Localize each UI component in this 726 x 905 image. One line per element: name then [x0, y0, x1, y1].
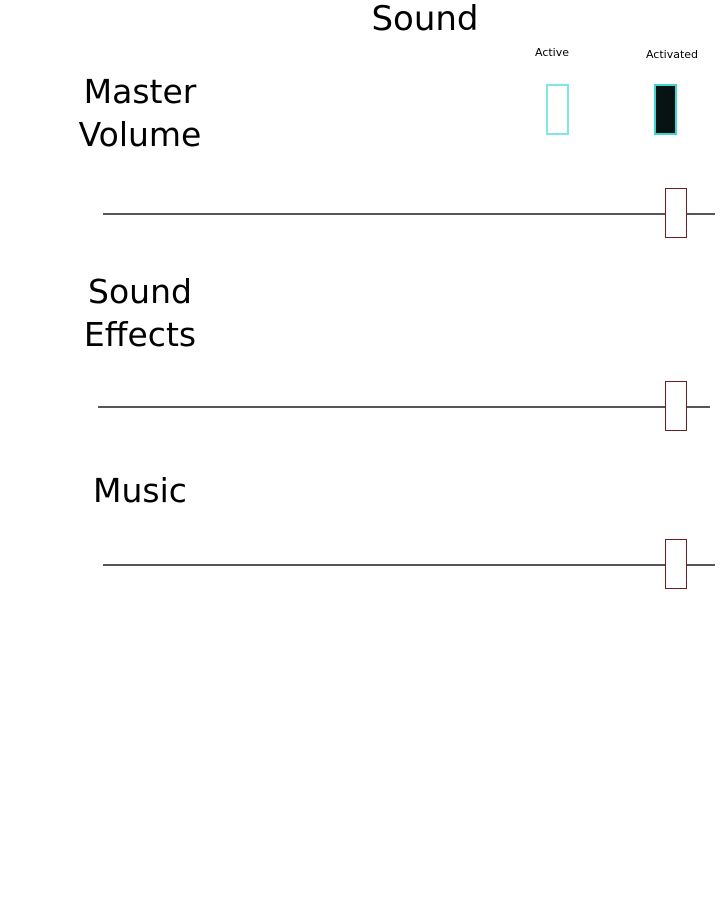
sound-effects-thumb[interactable] — [665, 381, 687, 431]
master-volume-label: Master Volume — [40, 70, 240, 156]
music-slider[interactable] — [103, 539, 715, 591]
music-label: Music — [40, 469, 240, 512]
sound-effects-label-text: Sound Effects — [83, 272, 197, 354]
music-label-text: Music — [93, 471, 187, 510]
master-volume-label-text: Master Volume — [78, 72, 202, 154]
legend-activated-swatch — [654, 84, 677, 135]
music-thumb[interactable] — [665, 539, 687, 589]
legend-activated-label: Activated — [645, 48, 699, 61]
master-volume-track[interactable] — [103, 213, 715, 215]
sound-effects-track[interactable] — [98, 406, 710, 408]
master-volume-thumb[interactable] — [665, 188, 687, 238]
legend-active-swatch — [546, 84, 569, 135]
sound-effects-label: Sound Effects — [40, 270, 240, 356]
page-title: Sound — [371, 0, 479, 39]
sound-effects-slider[interactable] — [98, 381, 710, 433]
legend-active-label: Active — [534, 46, 570, 59]
master-volume-slider[interactable] — [103, 188, 715, 240]
music-track[interactable] — [103, 564, 715, 566]
